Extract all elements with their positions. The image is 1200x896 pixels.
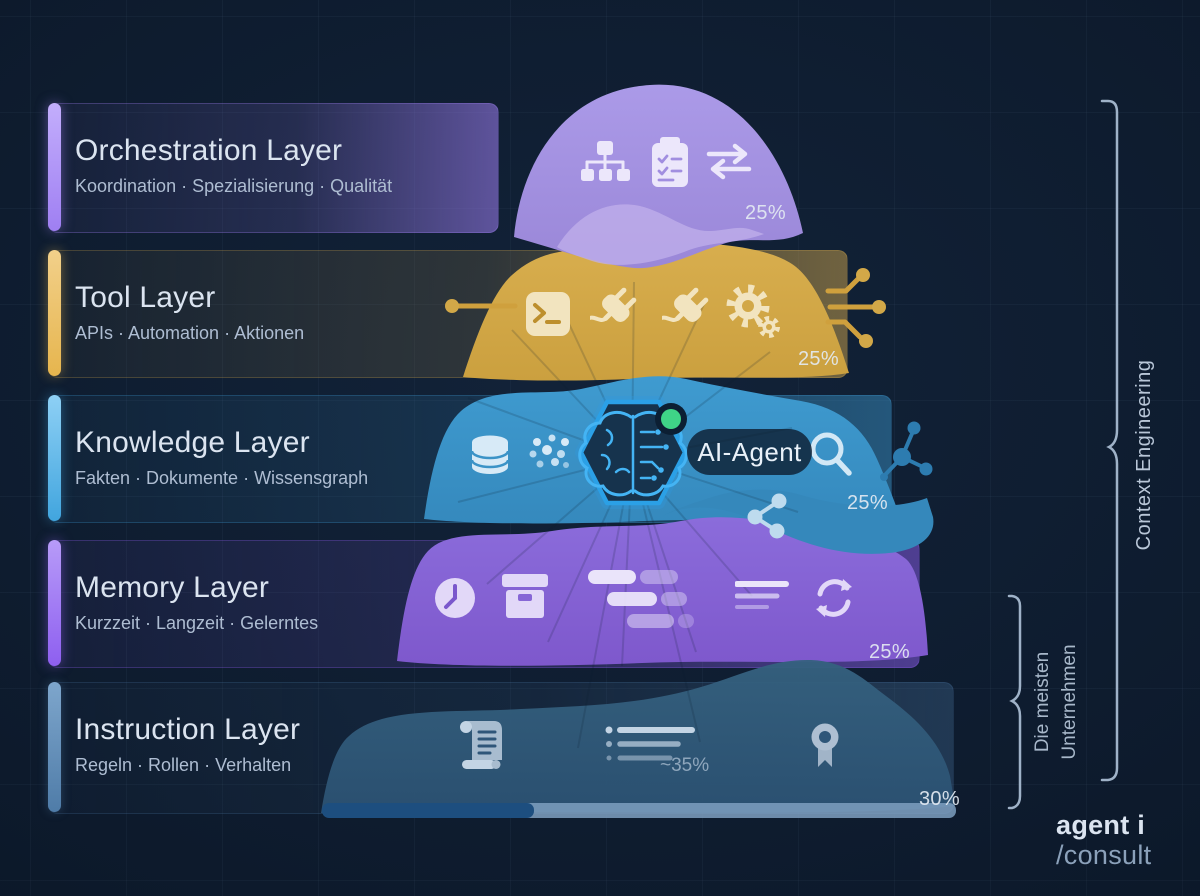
orchestration-subtitle: Koordination · Spezialisierung · Qualitä… [75,176,393,196]
orchestration-blob [514,84,803,269]
orchestration-percent: 25% [745,202,786,224]
instruction-subtitle: Regeln · Rollen · Verhalten [75,755,292,775]
most-companies-label: Die meisten Unternehmen [1029,587,1083,817]
knowledge-percent: 25% [847,492,888,514]
accent-bar-memory [48,540,61,666]
instruction-percent: 30% [919,788,960,810]
instruction-note: ~35% [660,755,710,776]
most-companies-line2: Unternehmen [1059,644,1080,760]
memory-subtitle: Kurzzeit · Langzeit · Gelerntes [75,613,319,633]
most-companies-line1: Die meisten [1032,651,1053,753]
panel-orchestration [48,103,499,233]
brand-sub: /consult [1056,840,1152,870]
accent-bar-tool [48,250,61,376]
memory-title: Memory Layer [75,571,270,604]
accent-bar-knowledge [48,395,61,521]
tool-subtitle: APIs · Automation · Aktionen [75,323,305,343]
swap-arrows-icon [706,143,752,180]
instruction-title: Instruction Layer [75,713,301,746]
panel-instruction [48,682,954,814]
brand-logo: agent i /consult [1056,810,1151,870]
knowledge-title: Knowledge Layer [75,426,310,459]
most-companies-bracket [1007,594,1022,810]
orchestration-title: Orchestration Layer [75,134,343,167]
memory-percent: 25% [869,641,910,663]
accent-bar-instruction [48,682,61,812]
clipboard-checklist-icon [652,137,688,187]
ai-agent-label: AI-Agent [697,436,802,467]
sitemap-icon [581,141,630,181]
ai-agent-label-pill: AI-Agent [687,429,812,475]
context-engineering-bracket [1100,99,1119,782]
brand-name: agent i [1056,810,1146,840]
knowledge-subtitle: Fakten · Dokumente · Wissensgraph [75,468,369,488]
accent-bar-orchestration [48,103,61,231]
tool-percent: 25% [798,348,839,370]
context-engineering-label: Context Engineering [1133,359,1155,551]
tool-title: Tool Layer [75,281,216,314]
